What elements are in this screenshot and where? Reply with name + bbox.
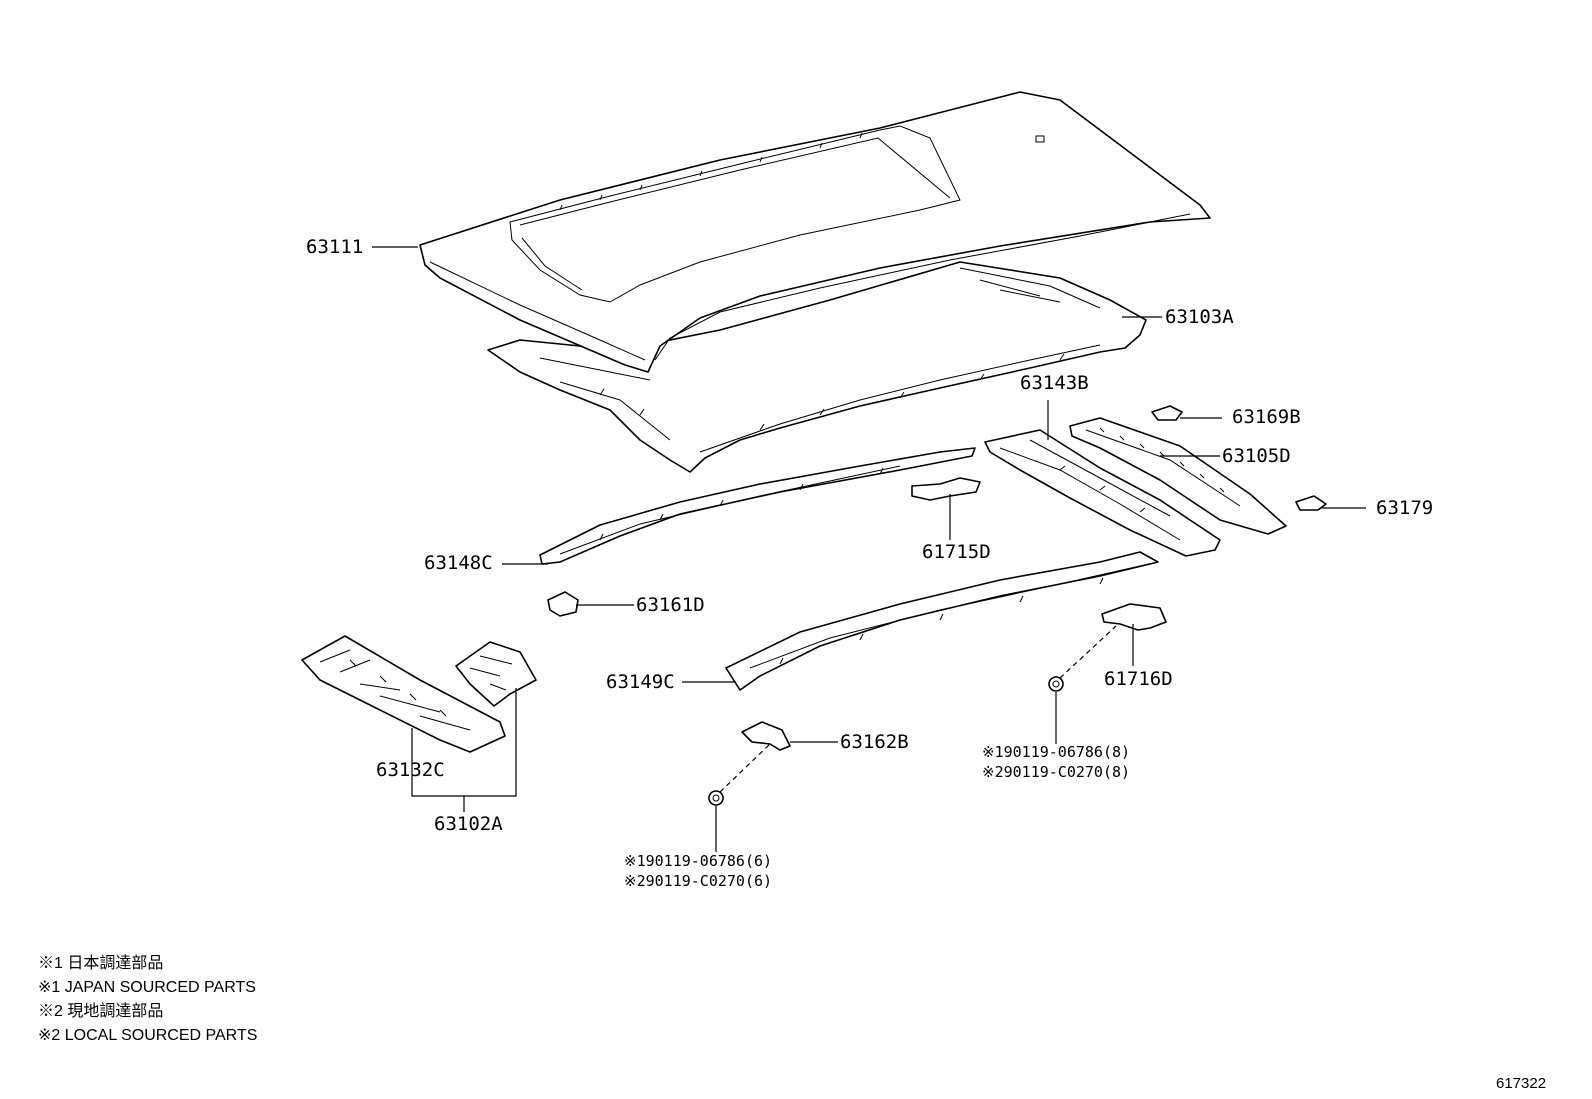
legend-line-2: ※1 JAPAN SOURCED PARTS <box>38 979 256 996</box>
roof-drip-plate-part <box>1295 495 1327 511</box>
legend-line-1: ※1 日本調達部品 <box>38 955 164 972</box>
fastener-note-left-2: ※290119-C0270(6) <box>624 872 773 890</box>
bolt-right <box>1048 676 1064 692</box>
label-roof-drip-plate: 63179 <box>1376 497 1434 519</box>
label-roof-rear-rail: 63105D <box>1222 445 1291 467</box>
legend-line-3: ※2 現地調達部品 <box>38 1003 164 1020</box>
roof-bow-part <box>984 429 1221 557</box>
label-roof-side-rail-lh: 63148C <box>424 552 493 574</box>
leader-lines <box>372 246 1366 852</box>
label-front-header-panel: 63132C <box>376 759 445 781</box>
label-bracket-front-lh: 63161D <box>636 594 705 616</box>
fastener-note-left-1: ※190119-06786(6) <box>624 852 773 870</box>
roof-side-rail-rh-part <box>725 551 1159 691</box>
label-bracket-center: 61715D <box>922 541 991 563</box>
roof-rear-rail-part <box>1069 417 1287 535</box>
roof-reinforcement-front-part <box>487 261 1147 473</box>
fastener-note-right-2: ※290119-C0270(8) <box>982 763 1131 781</box>
label-roof-seal-plate: 63169B <box>1232 406 1301 428</box>
drawing-number: 617322 <box>1496 1075 1547 1092</box>
roof-panel-part <box>419 91 1211 373</box>
roof-seal-plate-part <box>1151 405 1183 421</box>
bracket-front-lh-part <box>547 591 579 617</box>
fastener-note-right-1: ※190119-06786(8) <box>982 743 1131 761</box>
bolt-left <box>708 790 724 806</box>
label-bracket-rear-rh: 61716D <box>1104 668 1173 690</box>
label-front-header-assy: 63102A <box>434 813 503 835</box>
front-header-assy-part <box>455 641 537 707</box>
legend-line-4: ※2 LOCAL SOURCED PARTS <box>38 1027 258 1044</box>
label-bracket-front-rh: 63162B <box>840 731 909 753</box>
roof-side-rail-lh-part <box>539 447 976 565</box>
bracket-front-rh-part <box>741 721 791 751</box>
bracket-center-part <box>911 477 981 501</box>
label-roof-side-rail-rh: 63149C <box>606 671 675 693</box>
label-roof-bow: 63143B <box>1020 372 1089 394</box>
label-roof-reinforcement-front: 63103A <box>1165 306 1234 328</box>
front-header-panel-part <box>301 635 506 753</box>
label-roof-panel: 63111 <box>306 236 364 258</box>
bracket-rear-rh-part <box>1101 603 1167 631</box>
